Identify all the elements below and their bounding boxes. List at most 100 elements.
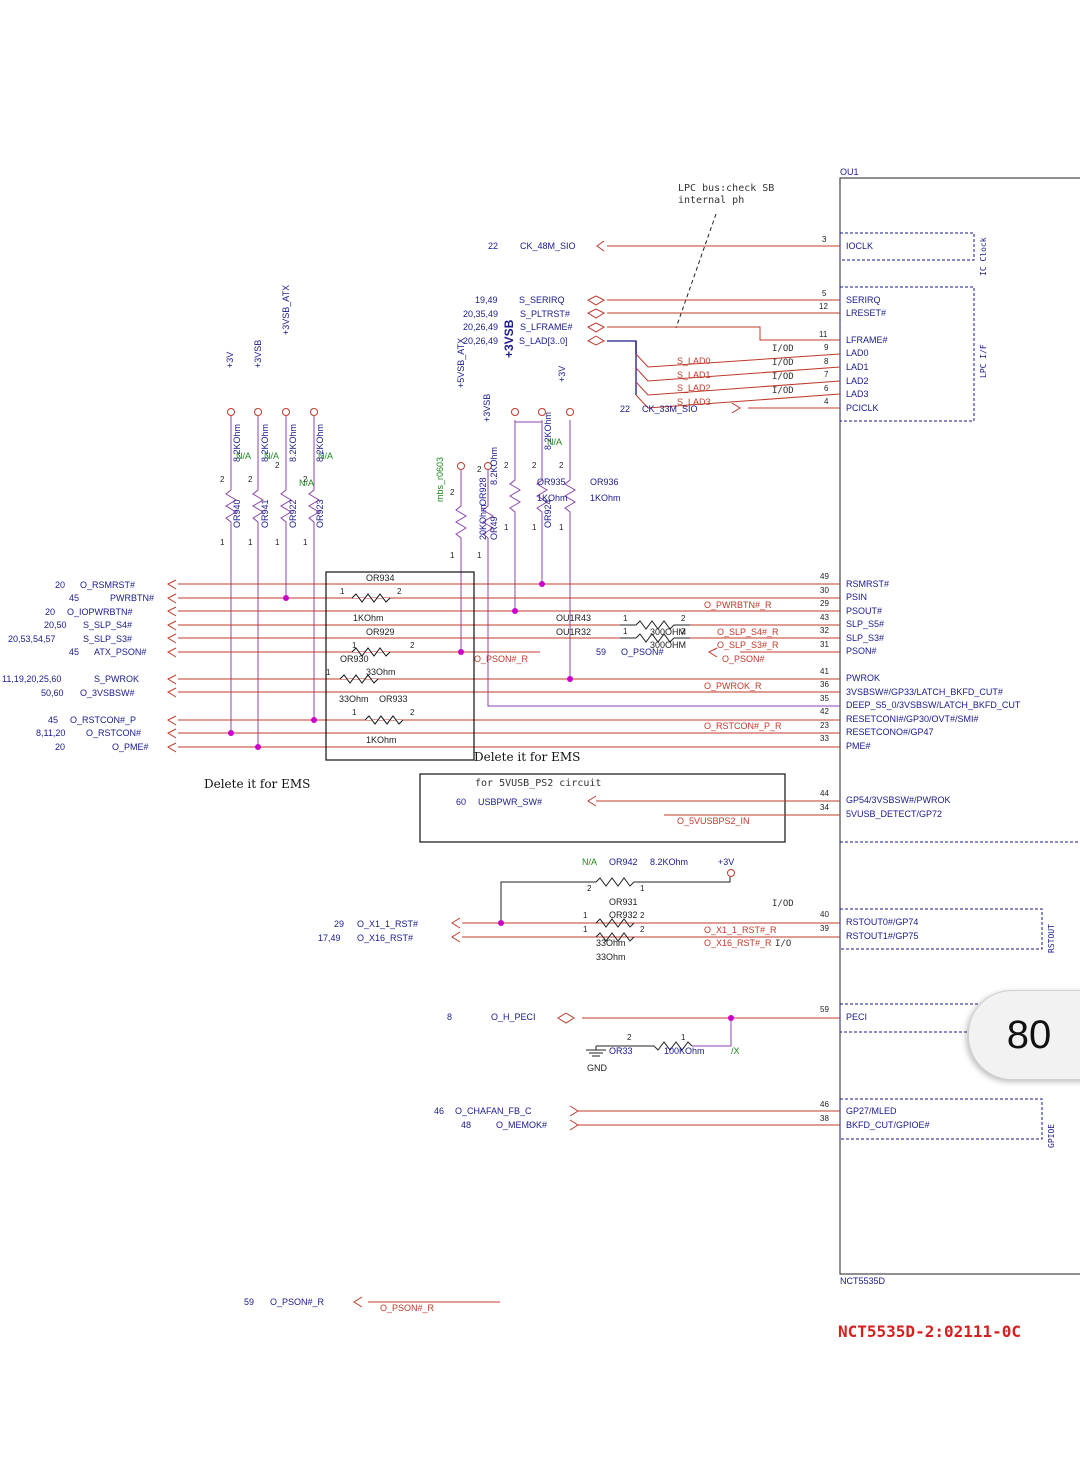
pin-name: BKFD_CUT/GPIOE#	[846, 1120, 930, 1130]
pin-number: 41	[820, 667, 829, 676]
rail-label: +3VSB	[482, 394, 492, 422]
svg-text:2: 2	[410, 641, 415, 650]
svg-text:2: 2	[303, 475, 308, 484]
svg-text:1: 1	[623, 614, 628, 623]
res-opt: N/A	[264, 451, 279, 461]
net-label: ATX_PSON#	[94, 647, 146, 657]
res-ref: OR942	[609, 857, 638, 867]
net-ref: 17,49	[318, 933, 341, 943]
pin-number: 7	[824, 370, 829, 379]
pin-number: 44	[820, 789, 829, 798]
pin-name: GP27/MLED	[846, 1106, 897, 1116]
io-od-label: I/OD	[772, 386, 794, 396]
svg-text:2: 2	[410, 708, 415, 717]
svg-text:2: 2	[559, 461, 564, 470]
net-ref: 8,11,20	[36, 728, 65, 738]
res-ref: OR49	[489, 516, 499, 540]
res-ref: OR922	[288, 499, 298, 528]
group-gpioe: GPIOE	[1047, 1124, 1056, 1148]
left-net-labels: 20 O_RSMRST# 45 PWRBTN# 20 O_IOPWRBTN# 2…	[2, 580, 154, 752]
svg-text:2: 2	[397, 587, 402, 596]
pin-name: LFRAME#	[846, 335, 888, 345]
net-label: O_SLP_S4#_R	[717, 627, 779, 637]
lpc-wires	[596, 240, 841, 414]
lad-net: S_LAD3	[677, 397, 711, 407]
net-label: O_H_PECI	[491, 1012, 536, 1022]
net-ref: 50,60	[41, 688, 64, 698]
res-ref: OR33	[609, 1046, 633, 1056]
net-label: O_PWROK_R	[704, 681, 762, 691]
pin-name: 3VSBSW#/GP33/LATCH_BKFD_CUT#	[846, 687, 1003, 697]
note-line: LPC bus:check SB	[678, 183, 774, 194]
res-value: 33Ohm	[596, 952, 626, 962]
net-ref: 45	[48, 715, 58, 725]
net-ref: 45	[69, 593, 79, 603]
res-opt: N/A	[236, 451, 251, 461]
ems-block: OR934 1KOhm OR929 1KOhm OR930 33Ohm OR93…	[325, 571, 475, 761]
rail-label: +5VSB_ATX	[456, 338, 466, 388]
net-label: PWRBTN#	[110, 593, 154, 603]
pin-number: 11	[819, 330, 828, 339]
net-label: O_5VUSBPS2_IN	[677, 816, 750, 826]
res-value: 300OHM	[650, 627, 686, 637]
pin-number: 39	[820, 924, 829, 933]
pin-name: RSTOUT0#/GP74	[846, 917, 918, 927]
pin-number: 4	[824, 397, 829, 406]
ems-note: Delete it for EMS	[204, 777, 310, 791]
page-number-badge[interactable]: 80	[968, 990, 1080, 1080]
res-ref: OR930	[340, 654, 369, 664]
net-label: O_PSON#_R	[380, 1303, 435, 1313]
res-value: 8.2KOhm	[489, 447, 499, 485]
pin-name: LAD2	[846, 376, 869, 386]
chip-body: OU1 NCT5535D	[839, 167, 1080, 1286]
bottom-ref: 59 O_PSON#_R O_PSON#_R	[244, 1296, 500, 1313]
svg-text:2: 2	[248, 475, 253, 484]
net-ref: 20	[45, 607, 55, 617]
net-ref: 20,50	[44, 620, 67, 630]
svg-text:2: 2	[450, 488, 455, 497]
net-label: S_LAD[3..0]	[519, 336, 568, 346]
res-ref: OR929	[366, 627, 395, 637]
net-arrow	[731, 402, 741, 414]
net-label: O_RSMRST#	[80, 580, 135, 590]
pin-name: RESETCONI#/GP30/OVT#/SMI#	[846, 714, 979, 724]
net-label: S_PLTRST#	[520, 309, 570, 319]
net-label: CK_33M_SIO	[642, 404, 698, 414]
net-label: O_RSTCON#_P	[70, 715, 136, 725]
pin-name: LAD3	[846, 389, 869, 399]
svg-text:1: 1	[352, 708, 357, 717]
net-ref: 20,35,49	[463, 309, 498, 319]
svg-text:1: 1	[477, 551, 482, 560]
net-ref: 20,53,54,57	[8, 634, 56, 644]
pin-name: IOCLK	[846, 241, 873, 251]
lad-net: S_LAD1	[677, 370, 711, 380]
pin-name: LRESET#	[846, 308, 886, 318]
res-value: 1KOhm	[590, 493, 621, 503]
pin-name: PME#	[846, 741, 871, 751]
res-value: 8.2KOhm	[315, 424, 325, 462]
group-ic-clock: IC Clock	[979, 237, 988, 276]
pin-number: 34	[820, 803, 829, 812]
net-label: O_SLP_S3#_R	[717, 640, 779, 650]
res-opt: N/A	[582, 857, 597, 867]
lad-net: S_LAD2	[677, 383, 711, 393]
res-ref: OR928	[478, 477, 488, 506]
net-label: S_PWROK	[94, 674, 139, 684]
svg-text:1: 1	[559, 523, 564, 532]
note-line: internal ph	[678, 195, 744, 206]
net-ref: 22	[620, 404, 630, 414]
svg-text:2: 2	[532, 461, 537, 470]
left-net-connectors	[166, 579, 718, 753]
net-label: O_MEMOK#	[496, 1120, 547, 1130]
net-label: O_X1_1_RST#	[357, 919, 418, 929]
res-value: 300OHM	[650, 640, 686, 650]
res-value: 1KOhm	[537, 493, 568, 503]
net-label: S_LFRAME#	[520, 322, 573, 332]
net-ref: 20	[55, 580, 65, 590]
net-ref: 48	[461, 1120, 471, 1130]
rail-label: +3VSB_ATX	[281, 285, 291, 335]
pin-name: SLP_S5#	[846, 619, 884, 629]
res-ref: OR940	[232, 499, 242, 528]
